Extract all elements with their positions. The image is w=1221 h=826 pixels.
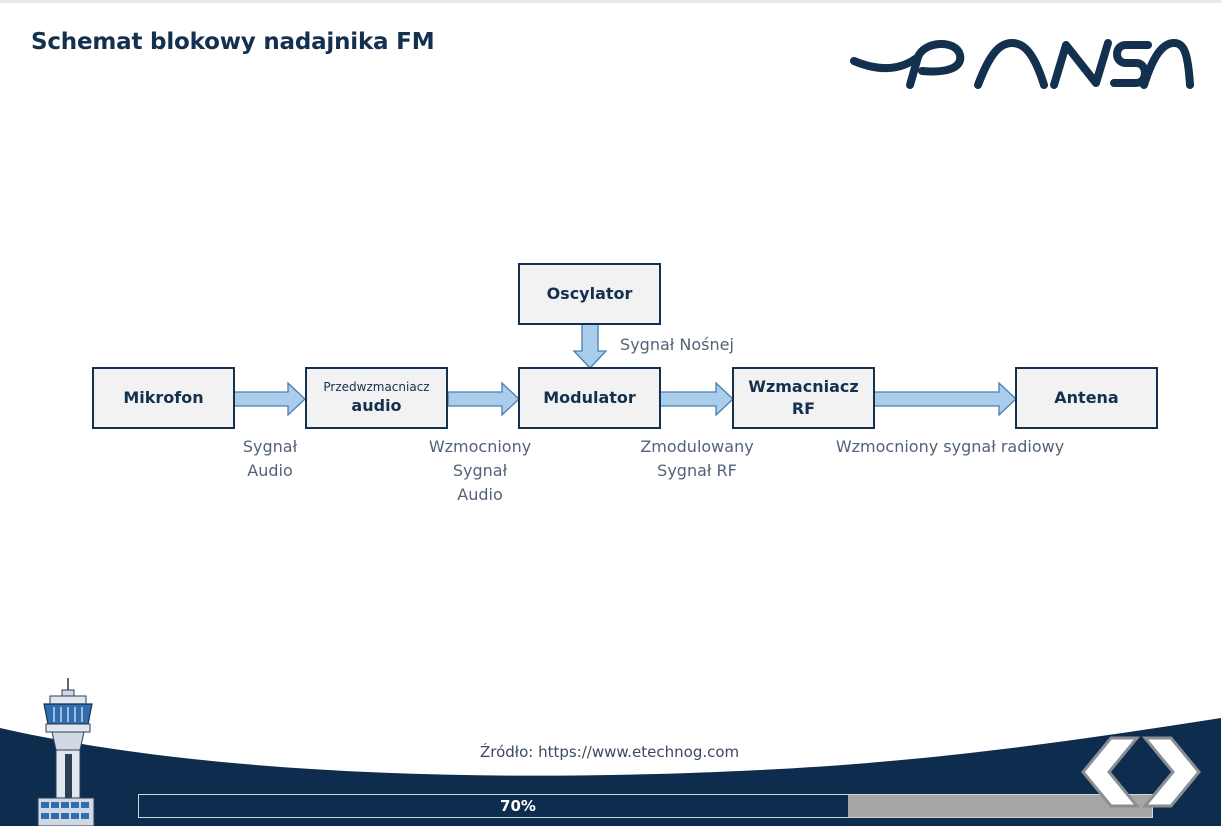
signal-label-wzmocniony-sygnal-audio: Wzmocniony Sygnał Audio [428, 437, 532, 504]
chevron-right-icon [1141, 736, 1201, 808]
block-antena: Antena [1015, 367, 1158, 429]
block-antena-label: Antena [1054, 388, 1119, 408]
block-przedwzmacniacz-label-2: audio [351, 396, 402, 416]
control-tower-icon [37, 678, 95, 826]
block-modulator-label: Modulator [543, 388, 636, 408]
block-mikrofon: Mikrofon [92, 367, 235, 429]
arrow-przedwzmacniacz-to-modulator [447, 381, 520, 417]
progress-bar: 70% [138, 794, 1153, 818]
signal-label-sygnal-nosnej: Sygnał Nośnej [620, 335, 734, 354]
signal-label-zmodulowany-sygnal-rf: Zmodulowany Sygnał RF [640, 437, 754, 480]
arrow-wzmacniacz-to-antena [873, 381, 1017, 417]
block-wzmacniacz-rf: Wzmacniacz RF [732, 367, 875, 429]
arrow-mikrofon-to-przedwzmacniacz [233, 381, 306, 417]
chevron-left-icon [1081, 736, 1141, 808]
block-oscylator-label: Oscylator [546, 284, 633, 304]
slide-title: Schemat blokowy nadajnika FM [31, 29, 435, 55]
block-przedwzmacniacz-label-1: Przedwzmacniacz [323, 380, 430, 395]
block-wzmacniacz-rf-label-1: Wzmacniacz [748, 377, 859, 397]
prev-button[interactable] [1079, 735, 1141, 809]
signal-label-sygnal-audio: Sygnał Audio [242, 437, 298, 480]
top-divider [0, 0, 1221, 3]
next-button[interactable] [1141, 735, 1203, 809]
block-modulator: Modulator [518, 367, 661, 429]
block-wzmacniacz-rf-label-2: RF [791, 399, 816, 418]
signal-label-wzmocniony-sygnal-radiowy: Wzmocniony sygnał radiowy [835, 437, 1065, 456]
progress-label: 70% [500, 797, 536, 815]
source-citation: Źródło: https://www.etechnog.com [480, 743, 740, 761]
block-przedwzmacniacz: Przedwzmacniacz audio [305, 367, 448, 429]
pansa-logo [850, 39, 1194, 89]
arrow-oscylator-to-modulator [572, 323, 608, 369]
progress-fill [139, 795, 848, 817]
arrow-modulator-to-wzmacniacz [659, 381, 734, 417]
block-mikrofon-label: Mikrofon [123, 388, 204, 408]
block-oscylator: Oscylator [518, 263, 661, 325]
